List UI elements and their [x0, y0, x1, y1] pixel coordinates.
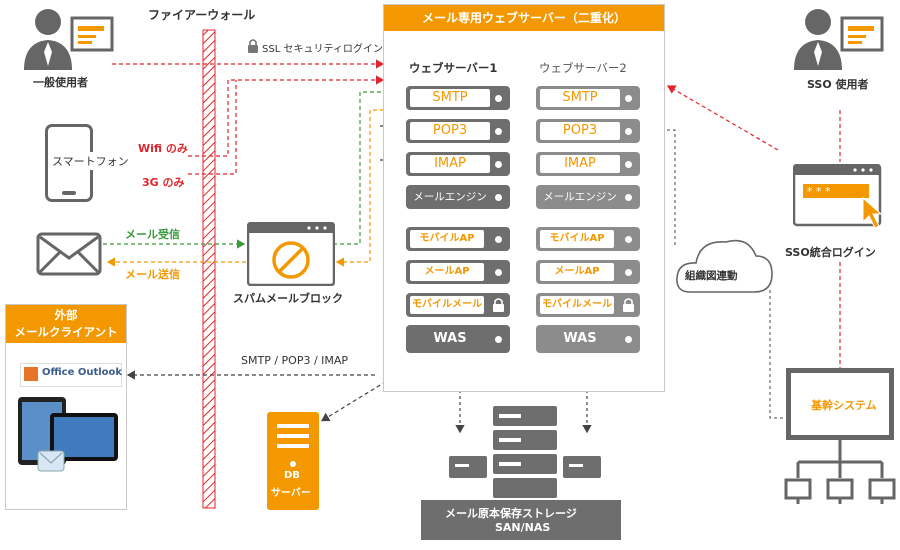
sso-login-label: SSO統合ログイン	[785, 246, 876, 259]
server-group-title: メール専用ウェブサーバー（二重化）	[384, 5, 664, 31]
tablet-icon	[18, 397, 118, 472]
org-chart-label: 組織図連動	[685, 270, 738, 282]
server1-mobile-ap: モバイルAP	[406, 227, 510, 251]
server2-imap: IMAP	[536, 152, 640, 176]
core-system-monitor: 基幹システム	[786, 368, 894, 440]
office-icon	[24, 367, 38, 381]
db-label-line1: DB	[284, 470, 300, 481]
server2-mail-engine: メールエンジン	[536, 185, 640, 209]
server1-mobile-mail: モバイルメール	[406, 293, 510, 317]
db-label-line2: サーバー	[271, 488, 311, 499]
mail-receive-label: メール受信	[125, 228, 180, 241]
server1-smtp: SMTP	[406, 86, 510, 110]
server1-was: WAS	[406, 325, 510, 353]
lock-icon	[493, 298, 504, 312]
server2-mobile-ap: モバイルAP	[536, 227, 640, 251]
sso-user-label: SSO 使用者	[807, 78, 869, 91]
server1-pop3: POP3	[406, 119, 510, 143]
storage-label-line2: SAN/NAS	[495, 521, 551, 534]
firewall-wall	[202, 29, 216, 509]
wifi-label: Wifi のみ	[138, 142, 188, 155]
cloud-shape	[676, 239, 773, 293]
spam-block-icon	[247, 222, 335, 286]
server2-mail-ap: メールAP	[536, 260, 640, 284]
outlook-logo: Office Outlook	[20, 363, 122, 387]
server2-smtp: SMTP	[536, 86, 640, 110]
mail-send-label: メール送信	[125, 268, 180, 281]
server2-pop3: POP3	[536, 119, 640, 143]
db-server-icon	[267, 412, 319, 510]
external-protocols-label: SMTP / POP3 / IMAP	[241, 354, 349, 367]
sso-user-icon	[794, 9, 884, 70]
server1-mail-ap: メールAP	[406, 260, 510, 284]
server1-title: ウェブサーバー1	[409, 61, 498, 75]
external-title-line1: 外部	[54, 308, 78, 322]
lock-icon	[248, 39, 258, 53]
server1-imap: IMAP	[406, 152, 510, 176]
outlook-label: Office Outlook	[42, 367, 123, 378]
envelope-icon	[36, 232, 102, 276]
web-server-group: メール専用ウェブサーバー（二重化） ウェブサーバー1 ウェブサーバー2 SMTP…	[383, 4, 665, 392]
3g-label: 3G のみ	[142, 176, 185, 189]
storage-label-panel: メール原本保存ストレージ SAN/NAS	[421, 500, 621, 540]
external-client-title: 外部 メールクライアント	[6, 305, 126, 343]
general-user-icon	[24, 9, 114, 70]
spam-block-label: スパムメールブロック	[233, 292, 343, 305]
storage-icon	[449, 406, 601, 498]
external-client-panel: 外部 メールクライアント Office Outlook	[5, 304, 127, 510]
server2-title: ウェブサーバー2	[539, 61, 627, 75]
server2-was: WAS	[536, 325, 640, 353]
network-tree-icon	[784, 440, 896, 504]
svg-text:* * *: * * *	[807, 185, 831, 198]
core-system-label: 基幹システム	[811, 399, 877, 412]
sso-login-icon: * * *	[793, 164, 883, 229]
smartphone-label: スマートフォン	[52, 152, 129, 170]
storage-label-line1: メール原本保存ストレージ	[445, 507, 577, 520]
server2-mobile-mail: モバイルメール	[536, 293, 640, 317]
ssl-label: SSL セキュリティログイン	[262, 44, 383, 55]
lock-icon	[623, 298, 634, 312]
external-title-line2: メールクライアント	[14, 325, 118, 339]
firewall-label: ファイアーウォール	[148, 8, 256, 22]
general-user-label: 一般使用者	[33, 76, 88, 89]
server1-mail-engine: メールエンジン	[406, 185, 510, 209]
